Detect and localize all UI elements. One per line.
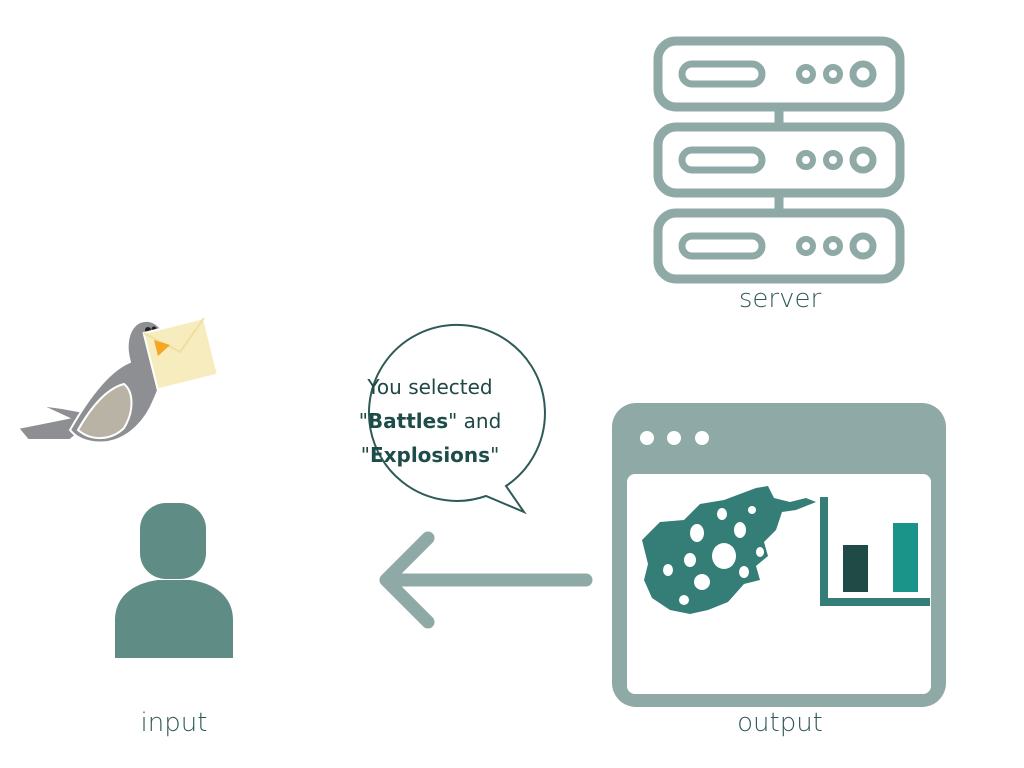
server-icon xyxy=(653,36,905,284)
bubble-line-2: "Battles" and xyxy=(358,409,502,433)
bubble-text: You selected "Battles" and "Explosions" xyxy=(346,370,514,472)
selected-option-battles: Battles xyxy=(367,409,449,433)
server-label: server xyxy=(738,284,822,314)
bubble-line-3: "Explosions" xyxy=(360,443,500,467)
user-icon xyxy=(115,503,233,658)
speech-bubble xyxy=(368,323,546,515)
input-label: input xyxy=(140,708,208,738)
bar-teal xyxy=(893,523,918,592)
bar-chart-icon xyxy=(820,497,930,606)
selected-option-explosions: Explosions xyxy=(369,443,491,467)
bubble-line-1: You selected xyxy=(367,375,493,399)
bar-dark xyxy=(843,545,868,592)
map-icon xyxy=(642,486,816,614)
pigeon-icon xyxy=(16,316,220,444)
output-label: output xyxy=(737,708,823,738)
arrow-left-icon xyxy=(379,531,593,629)
